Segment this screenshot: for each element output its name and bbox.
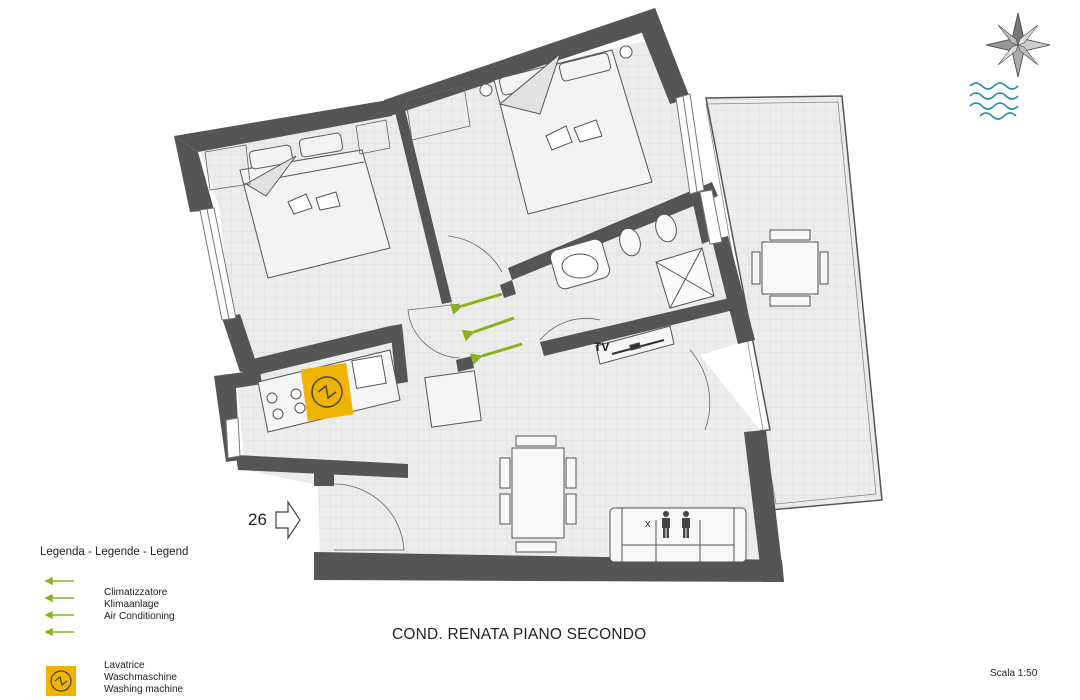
legend-washing-machine-icon [46, 666, 76, 696]
capacity-mark: x [645, 518, 651, 530]
dining-table [499, 435, 577, 553]
legend-ac-de: Klimaanlage [104, 599, 160, 610]
legend-ac-arrows [44, 576, 74, 637]
ac-arrow-icon [449, 292, 503, 315]
bathroom-fixtures [549, 213, 715, 309]
legend-title: Legenda - Legende - Legend [40, 546, 189, 558]
washing-machine-icon [300, 363, 354, 421]
person-icon [662, 511, 670, 538]
legend-air-conditioning: Climatizzatore Klimaanlage Air Condition… [104, 587, 175, 623]
wardrobe-right [405, 85, 471, 141]
legend-wm-it: Lavatrice [104, 660, 145, 671]
entry-arrow-icon [275, 500, 301, 540]
bed-right [479, 45, 653, 215]
plan-title: COND. RENATA PIANO SECONDO [392, 626, 647, 643]
terrace-table [751, 229, 829, 307]
wardrobe-left [204, 119, 391, 191]
walls [174, 8, 784, 582]
legend-washing-machine: Lavatrice Waschmaschine Washing machine [104, 660, 183, 696]
ac-arrow-icon [469, 342, 523, 365]
tv-unit [595, 325, 675, 365]
entrance-number: 26 [248, 510, 267, 529]
doors [333, 235, 711, 551]
bed-left [239, 132, 391, 279]
ac-arrow-icon [461, 316, 515, 342]
scale-label: Scala 1:50 [990, 668, 1038, 679]
legend-ac-en: Air Conditioning [104, 611, 175, 622]
sofa [609, 507, 747, 563]
person-icon [682, 511, 690, 538]
legend-wm-en: Washing machine [104, 684, 184, 695]
legend-wm-de: Waschmaschine [104, 672, 177, 683]
tv-label: TV [594, 340, 610, 354]
hall-cabinet [424, 370, 482, 428]
legend-ac-it: Climatizzatore [104, 587, 168, 598]
compass-rose-icon [985, 12, 1051, 78]
water-waves-icon [969, 82, 1019, 120]
windows [199, 93, 723, 459]
